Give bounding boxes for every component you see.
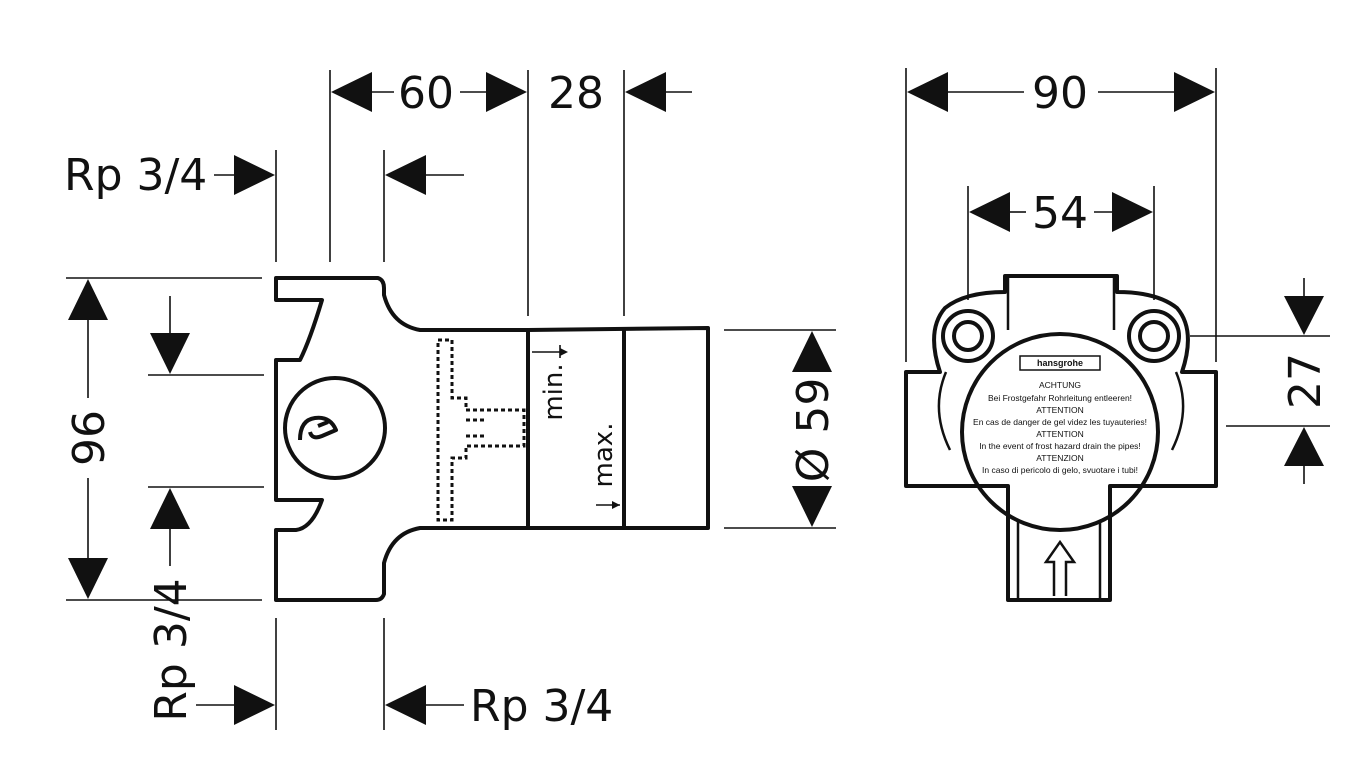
inner-cartridge-dashed (436, 338, 526, 522)
label-line-6: In the event of frost hazard drain the p… (979, 441, 1141, 451)
cylinder-outline (527, 326, 710, 530)
label-line-3: ATTENTION (1036, 405, 1084, 415)
label-line-5: ATTENTION (1036, 429, 1084, 439)
arrow-rp-left-up (150, 488, 190, 529)
mount-hole-left-outer (941, 309, 995, 363)
arrow-60-right (486, 72, 527, 112)
arrow-90-left (907, 72, 948, 112)
arrow-27-up (1284, 427, 1324, 466)
mount-hole-right-outer (1127, 309, 1181, 363)
label-line-4: En cas de danger de gel videz les tuyaut… (973, 417, 1147, 427)
inlet-port-symbol (298, 415, 338, 441)
label-line-2: Bei Frostgefahr Rohrleitung entleeren! (988, 393, 1132, 403)
brand-box (1019, 355, 1101, 371)
arrow-27-down (1284, 296, 1324, 335)
arrow-28-right (625, 72, 666, 112)
label-line-7: ATTENZION (1036, 453, 1084, 463)
arrow-96-top (68, 279, 108, 320)
front-view: hansgrohe ACHTUNG Bei Frostgefahr Rohrle… (904, 68, 1331, 602)
flow-arrow-icon (1043, 539, 1077, 596)
arrow-96-bottom (68, 558, 108, 599)
side-view: 60 28 Rp 3/4 96 Rp 3/4 Rp 3/4 min. ma (64, 68, 839, 732)
rp-bottom-label: Rp 3/4 (470, 681, 613, 732)
dim-96-label: 96 (64, 410, 115, 466)
label-line-8: In caso di pericolo di gelo, svuotare i … (982, 465, 1138, 475)
max-label: max. (589, 423, 619, 488)
mount-hole-right-inner (1138, 320, 1170, 352)
arrow-rp-bottom-right (385, 685, 426, 725)
warning-label-disc (960, 332, 1160, 532)
rp-left-label: Rp 3/4 (146, 578, 197, 721)
arrow-59-bottom (792, 486, 832, 527)
brand-logo: hansgrohe (1037, 358, 1083, 368)
arrow-90-right (1174, 72, 1215, 112)
arrow-rp-bottom-left (234, 685, 275, 725)
dia-59-label: Ø 59 (788, 378, 839, 483)
mount-hole-left-inner (952, 320, 984, 352)
dim-27-label: 27 (1280, 353, 1331, 409)
rp-top-label: Rp 3/4 (64, 150, 207, 201)
arrow-59-top (792, 331, 832, 372)
dim-54-label: 54 (1032, 188, 1088, 239)
inlet-port-circle (283, 376, 387, 480)
dim-90-label: 90 (1032, 68, 1088, 119)
dim-60-label: 60 (398, 68, 454, 119)
arrow-rp-left-down (150, 333, 190, 374)
dim-28-label: 28 (548, 68, 604, 119)
arrow-54-right (1112, 192, 1153, 232)
arrow-rp-top-left (234, 155, 275, 195)
arrow-60-left (331, 72, 372, 112)
min-label: min. (539, 363, 569, 420)
label-line-1: ACHTUNG (1039, 380, 1081, 390)
arrow-rp-top-right (385, 155, 426, 195)
inner-cartridge-detail (466, 418, 486, 438)
front-body-outline (904, 274, 1218, 602)
arrow-54-left (969, 192, 1010, 232)
valve-body-outline (274, 276, 530, 602)
